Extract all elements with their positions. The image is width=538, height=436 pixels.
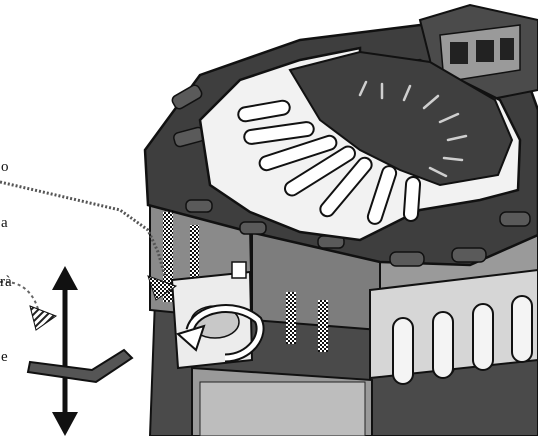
rotate-arrow-icon [176,304,265,363]
pointer-dotted-arrow-icon [0,180,178,331]
top-panel [198,46,522,242]
vent-grille-left [163,212,328,352]
label-fragment-3: rà [0,274,12,290]
hex-key-tool-icon [26,348,134,384]
label-fragment-4: e [1,349,8,365]
label-fragment-2: a [1,215,8,231]
vertical-double-arrow-icon [52,266,78,436]
label-fragment-1: o [1,159,9,175]
